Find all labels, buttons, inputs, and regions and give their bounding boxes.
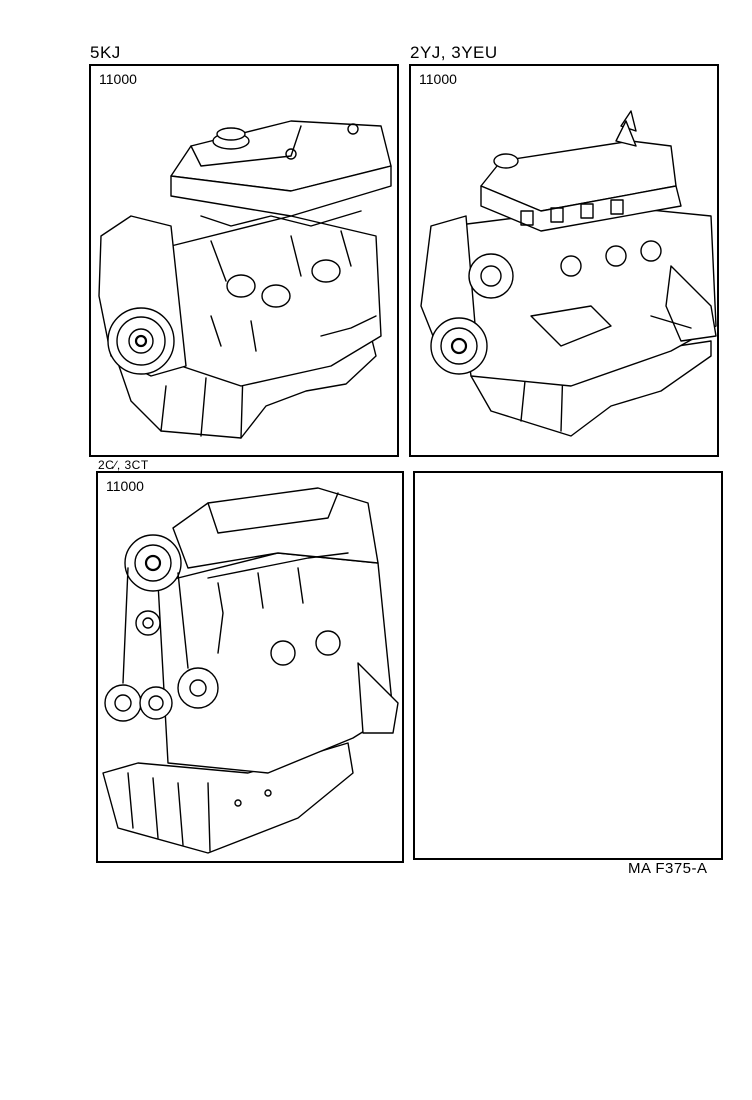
engine-label-5kj: 5KJ [90,43,121,62]
panel-5kj: 11000 [89,64,399,457]
engine-assembly-2yj-icon [420,110,717,437]
engine-label-2c-3ct: 2C∕, 3CT [98,458,149,472]
part-number: 11000 [99,71,137,87]
engine-assembly-5kj-icon [98,120,392,439]
panel-2c-3ct: 11000 [96,471,404,863]
panel-empty [413,471,723,860]
engine-label-2yj-3yeu: 2YJ, 3YEU [410,43,498,62]
part-number: 11000 [419,71,457,87]
part-number: 11000 [106,478,144,494]
engine-assembly-2c-icon [102,487,399,854]
panel-2yj-3yeu: 11000 [409,64,719,457]
figure-reference: MA F375-A [628,860,708,877]
